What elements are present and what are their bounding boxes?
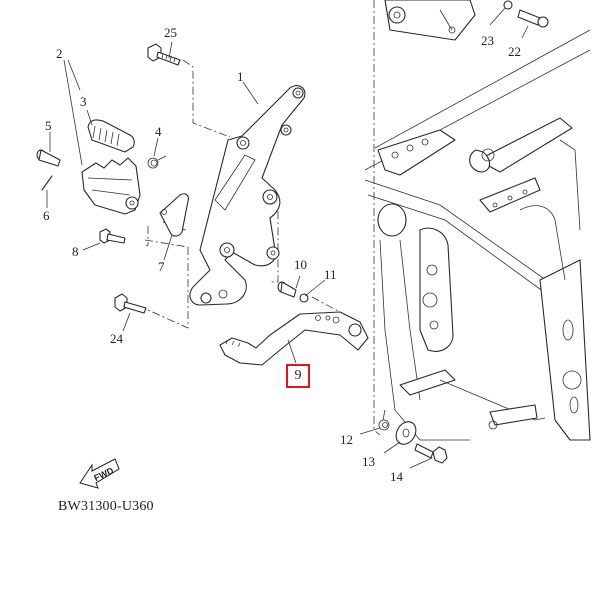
callout-13[interactable]: 13 bbox=[362, 454, 375, 469]
fwd-arrow-icon: FWD bbox=[79, 458, 120, 489]
callout-5[interactable]: 5 bbox=[45, 118, 52, 133]
part-24-bolt bbox=[114, 293, 147, 314]
part-3-pad bbox=[87, 119, 135, 153]
diagram-code: BW31300-U360 bbox=[58, 499, 154, 514]
callout-22[interactable]: 22 bbox=[508, 44, 521, 59]
callout-4[interactable]: 4 bbox=[155, 124, 162, 139]
callout-8[interactable]: 8 bbox=[72, 244, 79, 259]
part-5-pin bbox=[36, 149, 61, 167]
part-11-collar bbox=[299, 293, 309, 303]
part-12-spring bbox=[378, 409, 390, 431]
part-6-cotter-pin bbox=[41, 175, 53, 191]
part-8-bolt bbox=[99, 228, 126, 244]
guide-line bbox=[182, 59, 231, 138]
part-2-footpeg bbox=[81, 157, 141, 215]
leader-lines bbox=[46, 7, 529, 469]
part-4-spring bbox=[147, 155, 167, 169]
frame-drawing bbox=[364, 29, 591, 441]
callout-10[interactable]: 10 bbox=[294, 257, 307, 272]
callout-9-highlighted[interactable]: 9 bbox=[286, 364, 310, 388]
callout-14[interactable]: 14 bbox=[390, 469, 403, 484]
callout-7[interactable]: 7 bbox=[158, 259, 165, 274]
part-9-brake-pedal bbox=[219, 311, 369, 366]
callout-23[interactable]: 23 bbox=[481, 33, 494, 48]
part-7-plate bbox=[159, 193, 189, 237]
part-25-bolt bbox=[147, 43, 181, 66]
part-22-bolt bbox=[517, 9, 549, 28]
callout-1[interactable]: 1 bbox=[237, 69, 244, 84]
part-13-washer bbox=[395, 421, 417, 445]
part-23-washer bbox=[503, 0, 513, 10]
callout-6[interactable]: 6 bbox=[43, 208, 50, 223]
upper-bracket-drawing bbox=[384, 0, 476, 41]
callout-2[interactable]: 2 bbox=[56, 46, 63, 61]
part-10-bushing bbox=[277, 281, 297, 298]
guide-line bbox=[373, 0, 381, 436]
callout-25[interactable]: 25 bbox=[164, 25, 177, 40]
guide-line bbox=[147, 247, 189, 329]
part-14-bolt bbox=[414, 443, 448, 464]
part-7-hole bbox=[161, 209, 167, 215]
callout-3[interactable]: 3 bbox=[80, 94, 87, 109]
part-1-bracket bbox=[189, 85, 306, 306]
callout-24[interactable]: 24 bbox=[110, 331, 123, 346]
callout-12[interactable]: 12 bbox=[340, 432, 353, 447]
callout-11[interactable]: 11 bbox=[324, 267, 337, 282]
